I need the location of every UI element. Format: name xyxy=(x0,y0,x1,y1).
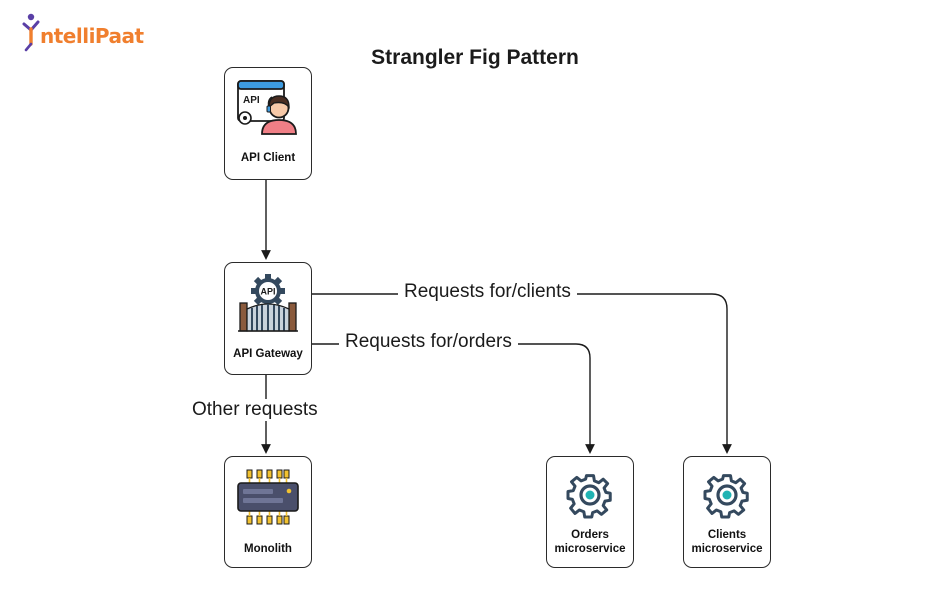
node-label-line2: microservice xyxy=(691,543,763,555)
edge-label-clients: Requests for/clients xyxy=(398,281,577,303)
diagram-title: Strangler Fig Pattern xyxy=(371,46,579,69)
gear-icon xyxy=(566,474,612,519)
node-label: API Gateway xyxy=(233,348,303,360)
logo-text: ntelliPaat xyxy=(40,24,144,48)
node-orders-microservice: Orders microservice xyxy=(546,456,634,568)
node-label-line1: Clients xyxy=(707,529,747,541)
node-api-gateway: API API Gateway xyxy=(224,262,312,375)
svg-text:API: API xyxy=(260,287,275,297)
edge-gateway-to-clients xyxy=(311,293,732,454)
chip-icon xyxy=(237,469,299,525)
edge-label-other: Other requests xyxy=(186,399,324,421)
node-label: API Client xyxy=(240,152,296,164)
node-label: Monolith xyxy=(244,543,292,555)
node-monolith: Monolith xyxy=(224,456,312,568)
edge-label-orders: Requests for/orders xyxy=(339,331,518,353)
api-gateway-icon: API xyxy=(238,274,298,332)
gear-icon xyxy=(703,474,749,519)
api-user-icon: API xyxy=(237,80,297,135)
logo-figure-icon xyxy=(22,13,40,52)
node-api-client: API API Client xyxy=(224,67,312,180)
edge-gateway-to-orders xyxy=(311,343,595,454)
node-clients-microservice: Clients microservice xyxy=(683,456,771,568)
node-label-line2: microservice xyxy=(554,543,626,555)
node-label-line1: Orders xyxy=(571,529,609,541)
intellipaat-logo: ntelliPaat xyxy=(20,12,144,52)
svg-text:API: API xyxy=(243,95,260,106)
